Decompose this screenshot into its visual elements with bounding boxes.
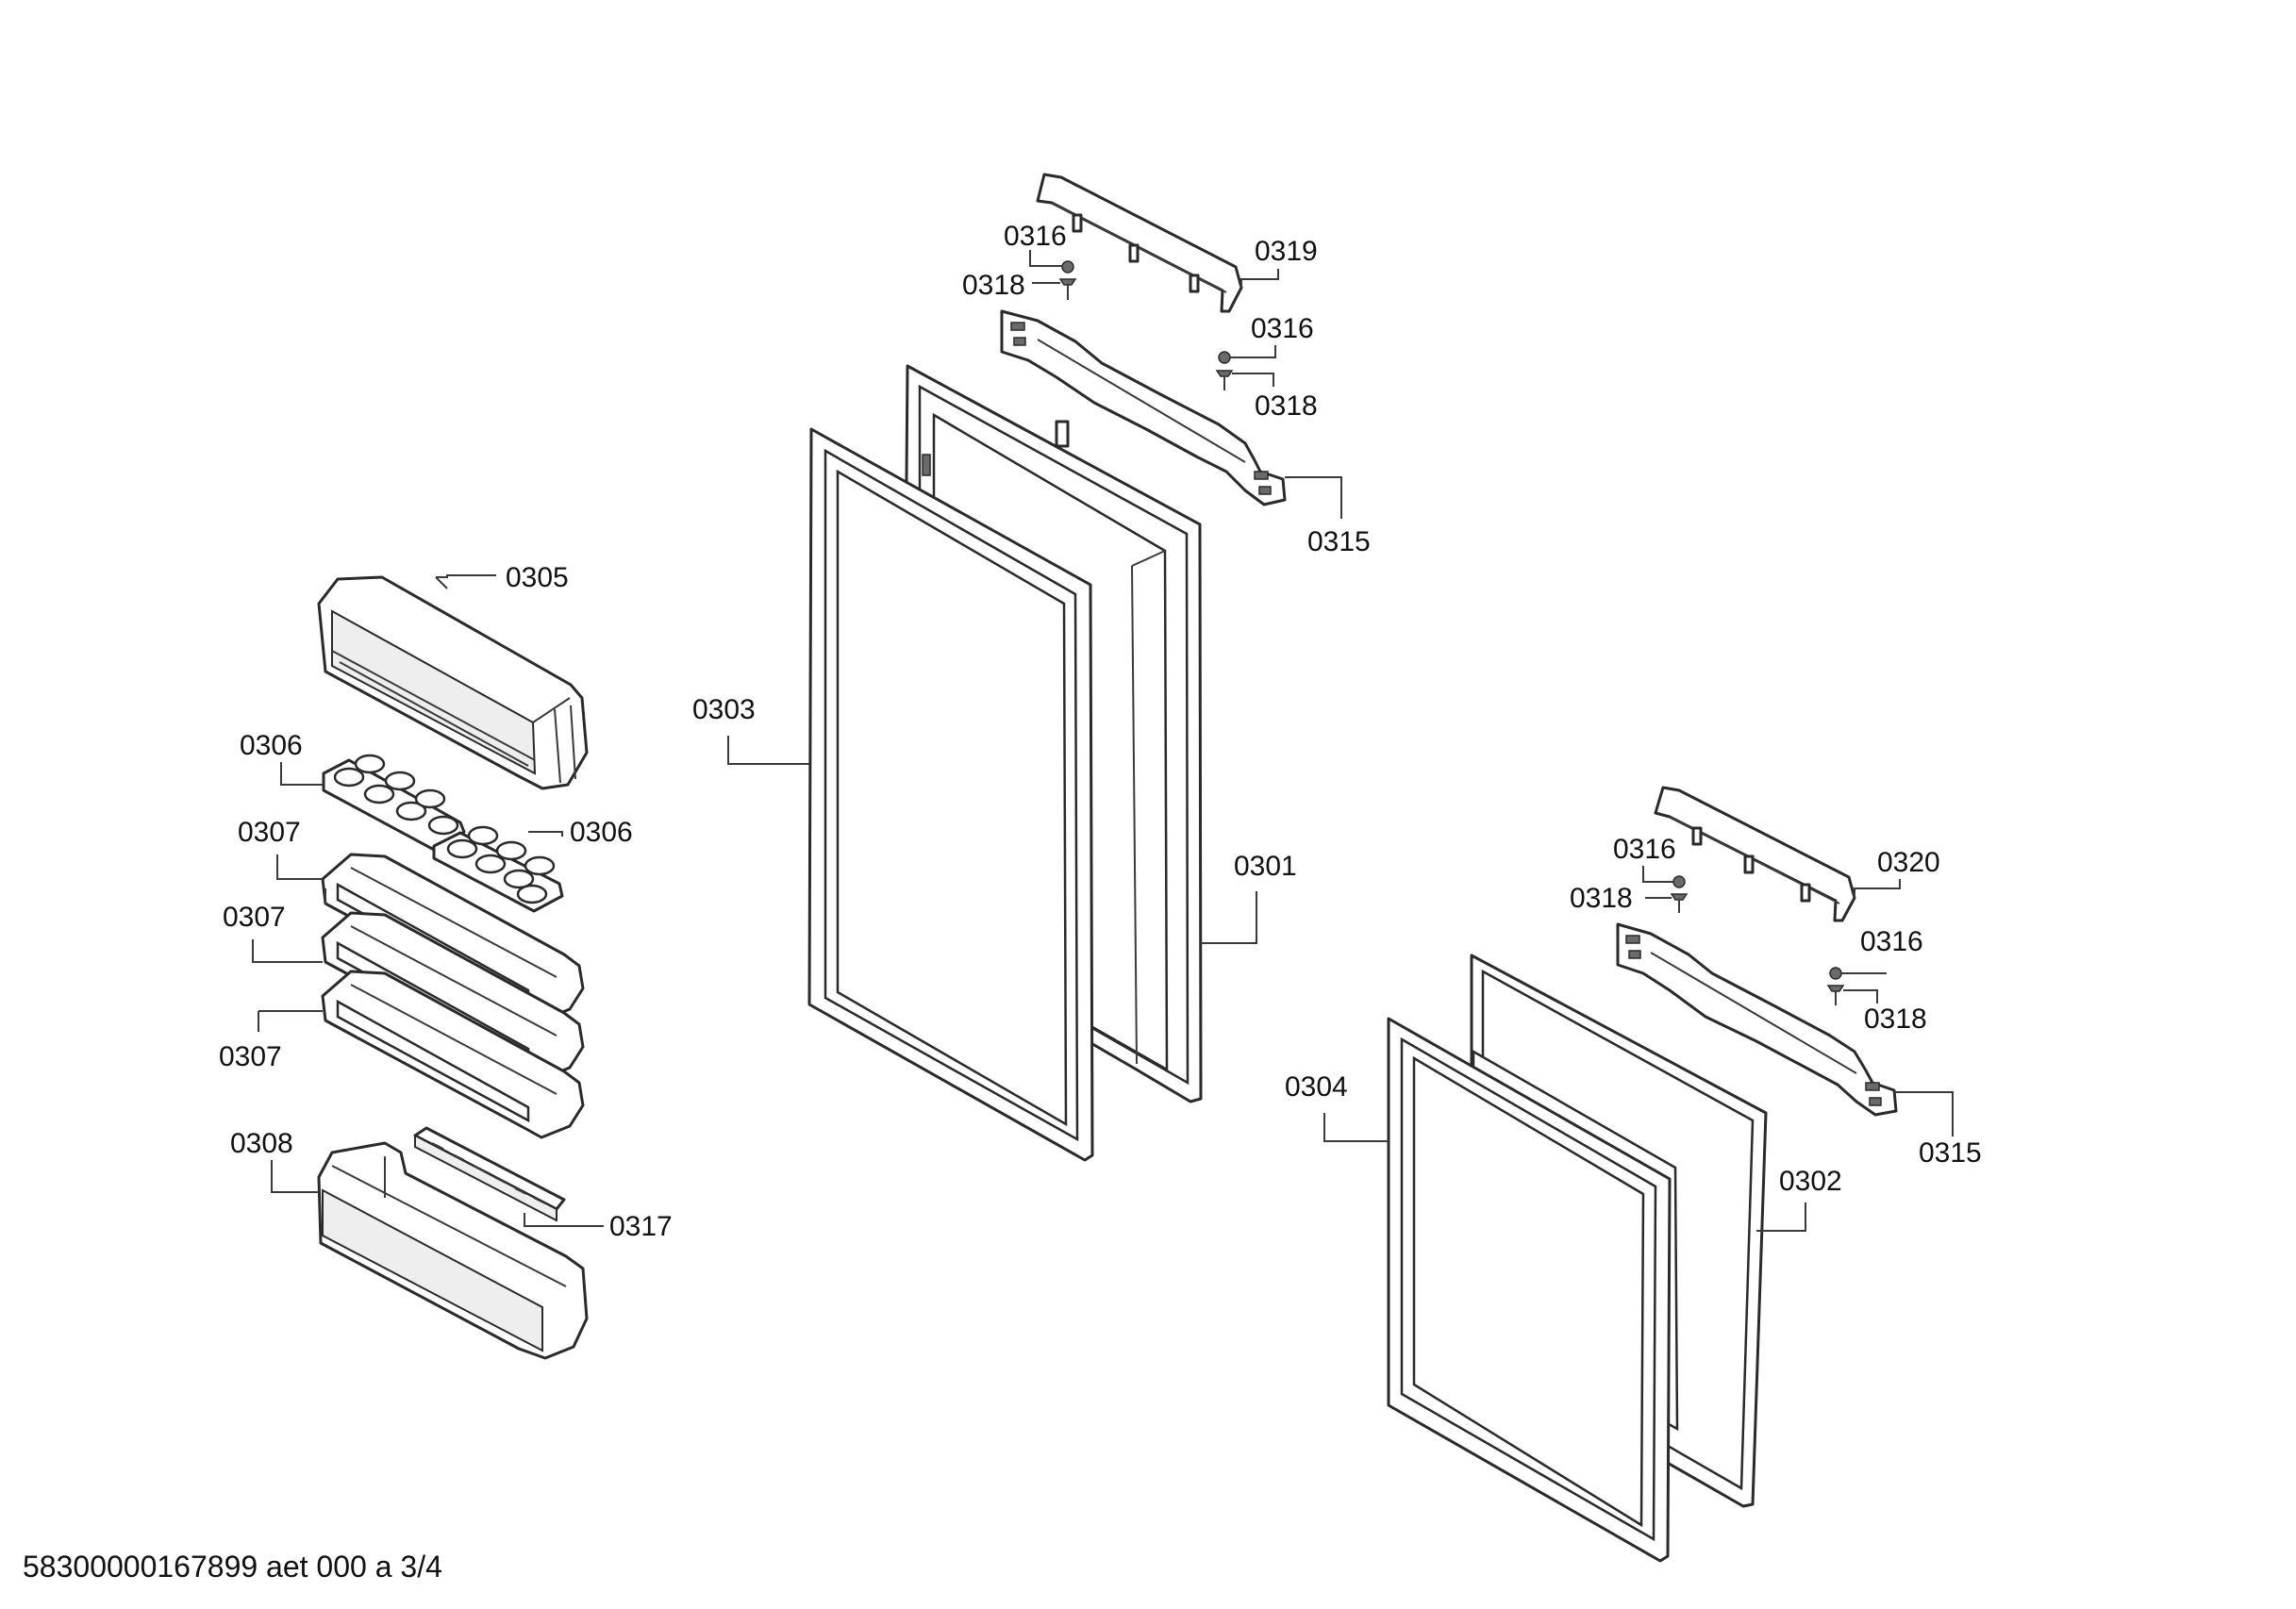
door-gasket-upper-0303[interactable]: [807, 427, 1094, 1162]
label-0301: 0301: [1234, 851, 1297, 882]
label-0318-upper-left: 0318: [962, 270, 1025, 301]
screw-0318-upper-left[interactable]: [1058, 278, 1077, 300]
screw-0318-upper-right[interactable]: [1215, 370, 1234, 390]
label-0315-lower: 0315: [1919, 1137, 1982, 1169]
bottle-divider-0317[interactable]: [413, 1126, 566, 1222]
drawing-code: 58300000167899 aet 000 a 3/4: [23, 1550, 442, 1584]
screw-nut-0316-upper-left[interactable]: [1061, 260, 1074, 274]
egg-tray-0306-right[interactable]: [432, 825, 564, 913]
leader-lines: [252, 250, 1954, 1232]
screw-0318-lower-right[interactable]: [1826, 985, 1845, 1005]
label-0302: 0302: [1779, 1166, 1842, 1197]
label-0306-right: 0306: [570, 817, 633, 848]
label-0315-upper: 0315: [1307, 526, 1371, 557]
label-0320: 0320: [1877, 847, 1940, 878]
label-0307-bottom: 0307: [219, 1041, 282, 1072]
label-0317: 0317: [609, 1211, 673, 1242]
label-0305: 0305: [506, 562, 569, 593]
part-labels: 0305 0306 0306 0307 0307 0307 0308 0317 …: [219, 221, 1982, 1242]
label-0318-upper-right: 0318: [1255, 390, 1318, 422]
door-shelf-0307-bottom[interactable]: [321, 970, 585, 1139]
dairy-compartment-0305[interactable]: [317, 575, 589, 790]
door-gasket-lower-0304[interactable]: [1387, 1017, 1672, 1563]
label-0307-top: 0307: [238, 817, 301, 848]
screw-0318-lower-left[interactable]: [1670, 893, 1689, 913]
label-0304: 0304: [1285, 1071, 1348, 1103]
label-0316-upper-right: 0316: [1251, 313, 1314, 344]
label-0316-upper-left: 0316: [1004, 221, 1067, 252]
top-cover-upper-0319[interactable]: [1036, 173, 1243, 313]
label-0319: 0319: [1255, 236, 1318, 267]
label-0316-lower-left: 0316: [1613, 834, 1676, 865]
label-0316-lower-right: 0316: [1860, 926, 1923, 957]
top-cover-lower-0320[interactable]: [1654, 786, 1856, 922]
label-0318-lower-right: 0318: [1864, 1004, 1927, 1035]
screw-nut-0316-upper-right[interactable]: [1218, 351, 1231, 364]
egg-tray-0306-left[interactable]: [322, 754, 466, 853]
hinge-bracket-upper-0315[interactable]: [1000, 309, 1287, 506]
label-0306-left: 0306: [240, 730, 303, 761]
hinge-bracket-lower-0315[interactable]: [1616, 922, 1898, 1117]
label-0307-middle: 0307: [223, 902, 286, 933]
bottle-shelf-0308[interactable]: [317, 1141, 589, 1360]
screw-nut-0316-lower-right[interactable]: [1829, 967, 1842, 980]
label-0308: 0308: [230, 1128, 293, 1159]
screw-nut-0316-lower-left[interactable]: [1672, 875, 1686, 888]
label-0318-lower-left: 0318: [1570, 883, 1633, 914]
label-0303: 0303: [692, 694, 756, 725]
